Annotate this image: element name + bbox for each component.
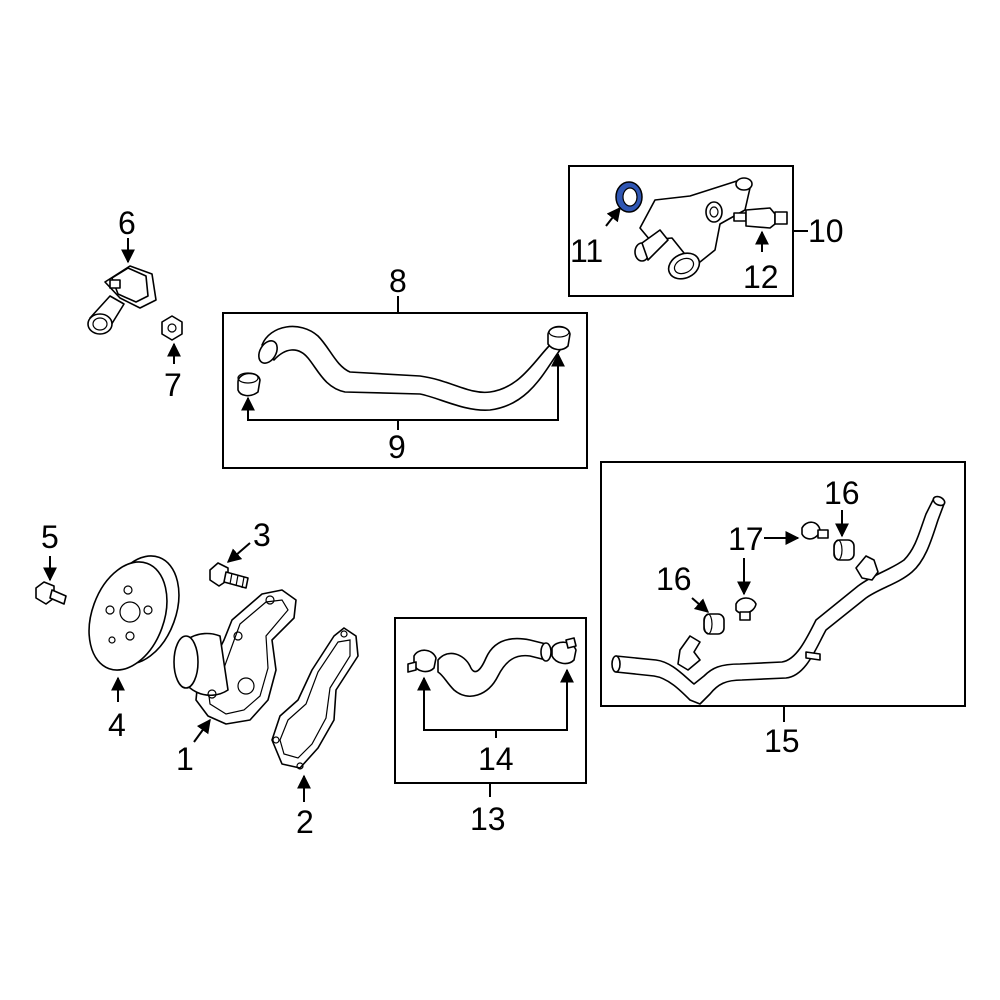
water-outlet-part[interactable] [634,177,753,284]
leader-11 [605,206,621,227]
bolt-large-part[interactable] [209,562,249,589]
callout-1: 1 [176,741,194,777]
callout-9: 9 [388,429,406,465]
coolant-pipe-part[interactable] [611,495,946,705]
nut-part[interactable] [161,315,183,341]
callout-12: 12 [743,259,779,295]
callout-8: 8 [389,263,407,299]
water-pump-part[interactable] [173,589,297,725]
callout-11: 11 [570,233,603,269]
lower-hose-clamp-right-part[interactable] [551,637,577,665]
callout-17: 17 [728,521,764,557]
bolt-small-part[interactable] [35,581,67,605]
pulley-part[interactable] [75,545,193,681]
temp-sensor-part[interactable] [733,207,788,229]
lower-hose-clamp-left-part[interactable] [407,649,437,673]
clip-lower-part[interactable] [735,597,757,621]
leader-3 [226,542,251,563]
callout-15: 15 [764,723,800,759]
callout-6: 6 [118,205,136,241]
callout-16-upper: 16 [824,475,860,511]
leader-1 [193,718,211,743]
hose-clamp-left-part[interactable] [237,372,261,397]
leader-16-lower [691,597,710,613]
upper-hose-part[interactable] [255,325,561,411]
hose-clamp-right-part[interactable] [547,325,571,351]
thermostat-housing-part[interactable] [87,265,157,335]
callout-13: 13 [470,801,506,837]
callout-16-lower: 16 [656,561,692,597]
callout-4: 4 [108,707,126,743]
leader-9 [241,352,565,421]
pump-gasket-part[interactable] [271,627,359,770]
callout-5: 5 [41,519,59,555]
group-box-8-9 [222,312,588,469]
clip-upper-part[interactable] [801,521,829,540]
callout-10: 10 [808,213,844,249]
callout-14: 14 [478,741,514,777]
gasket-ring-part[interactable] [615,181,643,213]
callout-2: 2 [296,804,314,840]
grommet-lower-part[interactable] [703,613,725,635]
callout-7: 7 [164,367,182,403]
grommet-upper-part[interactable] [833,539,855,561]
lower-hose-part[interactable] [437,637,552,697]
callout-3: 3 [253,517,271,553]
